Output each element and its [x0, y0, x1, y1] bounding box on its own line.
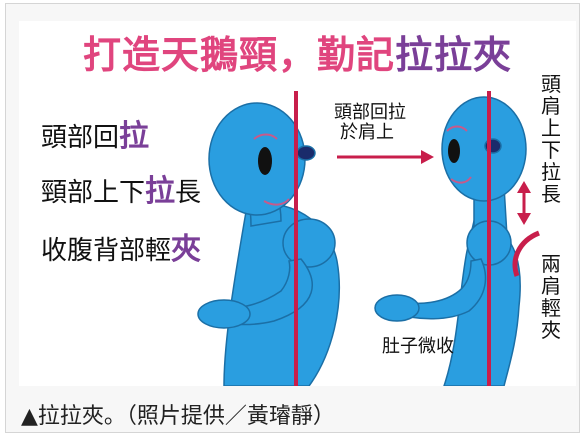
instruction-1-highlight: 拉 [119, 119, 150, 154]
photo-caption: ▲拉拉夾。（照片提供／黃璿靜） [21, 404, 335, 429]
instruction-3-prefix: 收腹背部輕 [41, 236, 172, 266]
shoulder-squeeze-label: 兩肩輕夾 [541, 252, 561, 342]
arrow-label: 頭部回拉 於肩上 [334, 103, 406, 143]
instruction-2-highlight: 拉 [145, 174, 176, 209]
instruction-2-prefix: 頸部上下 [41, 178, 146, 208]
instruction-2-suffix: 長 [175, 178, 202, 208]
figure-right-brow [446, 125, 468, 132]
posture-drawing [197, 91, 541, 386]
belly-label: 肚子微收 [382, 336, 454, 357]
figure-slouched [197, 102, 340, 386]
shoulder-arc [512, 230, 541, 277]
title-part-2: 拉拉夾 [395, 33, 513, 77]
arrow-label-line-2: 於肩上 [340, 122, 394, 143]
instruction-3: 收腹背部輕夾 [41, 224, 201, 268]
arrow-up-icon [517, 181, 531, 193]
figure-left-eye [258, 147, 272, 175]
figure-right-eye [448, 139, 460, 163]
figure-left-mouth [263, 198, 290, 206]
figure-right-mouth [450, 176, 472, 184]
figure-upright [374, 96, 527, 386]
arrow-label-line-1: 頭部回拉 [334, 102, 406, 123]
arrow-right-icon [421, 150, 434, 164]
arrow-down-icon [517, 213, 531, 225]
title-part-1: 打造天鵝頸，勤記 [82, 33, 395, 77]
instruction-2: 頸部上下拉長 [41, 166, 201, 210]
instruction-1: 頭部回拉 [41, 111, 149, 155]
figure-left-brow [253, 133, 278, 140]
instruction-3-highlight: 夾 [171, 232, 202, 267]
instruction-1-prefix: 頭部回 [41, 123, 120, 153]
neck-stretch-label: 頭肩上下拉長 [541, 72, 561, 206]
page-title: 打造天鵝頸，勤記拉拉夾 [19, 24, 576, 79]
illustration: 打造天鵝頸，勤記拉拉夾 頭部回拉 頸部上下拉長 收腹背部輕夾 頭部回拉 於肩上 … [19, 21, 576, 386]
photo-frame: 打造天鵝頸，勤記拉拉夾 頭部回拉 頸部上下拉長 收腹背部輕夾 頭部回拉 於肩上 … [5, 3, 580, 433]
